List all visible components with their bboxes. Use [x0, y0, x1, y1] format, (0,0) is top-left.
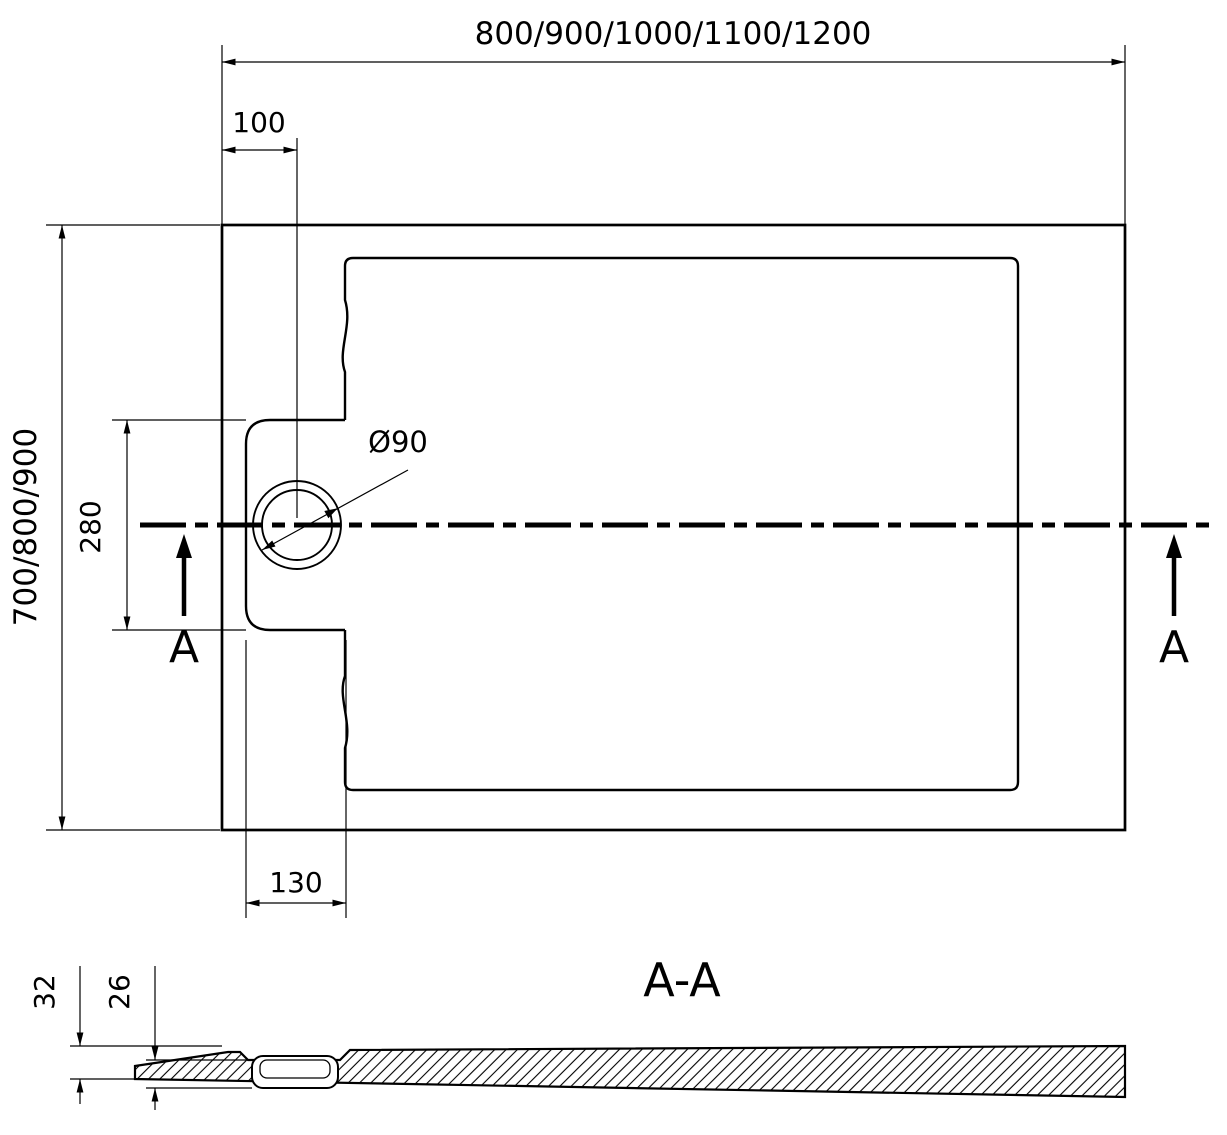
total-height-dimension: 32 [28, 966, 222, 1104]
height-dimension-label: 700/800/900 [8, 428, 44, 626]
dim26-label: 26 [103, 974, 136, 1010]
section-view: A-A 32 26 [28, 953, 1127, 1110]
section-marker-left-label: A [169, 622, 199, 673]
dim32-label: 32 [28, 974, 61, 1010]
section-marker-right: A [1159, 534, 1189, 673]
top-view: 800/900/1000/1100/1200 100 700/800/900 [8, 16, 1218, 918]
width-dimension-label: 800/900/1000/1100/1200 [475, 16, 872, 52]
base-thickness-dimension: 26 [103, 966, 252, 1110]
drain-offset-x-dimension: 100 [222, 106, 298, 518]
section-marker-left: A [169, 534, 199, 673]
offset-dimension-label: 100 [232, 106, 285, 139]
section-arrow-left-head [176, 534, 192, 558]
section-arrow-right-head [1166, 534, 1182, 558]
dim280-label: 280 [74, 500, 107, 553]
dim130-label: 130 [269, 866, 322, 899]
section-body [133, 1044, 1127, 1099]
width-dimension: 800/900/1000/1100/1200 [221, 16, 1126, 224]
height-dimension: 700/800/900 [8, 224, 220, 831]
drain-diameter-callout: Ø90 [261, 425, 428, 551]
section-drain-trap-inner [259, 1059, 331, 1079]
section-view-title: A-A [643, 953, 721, 1007]
section-drain-trap [251, 1055, 339, 1089]
drain-leader-arrow [324, 508, 338, 519]
drain-diameter-label: Ø90 [368, 425, 428, 459]
pocket-width-dimension: 130 [245, 640, 347, 918]
drain-offset-y-dimension: 280 [74, 419, 246, 631]
section-marker-right-label: A [1159, 622, 1189, 673]
